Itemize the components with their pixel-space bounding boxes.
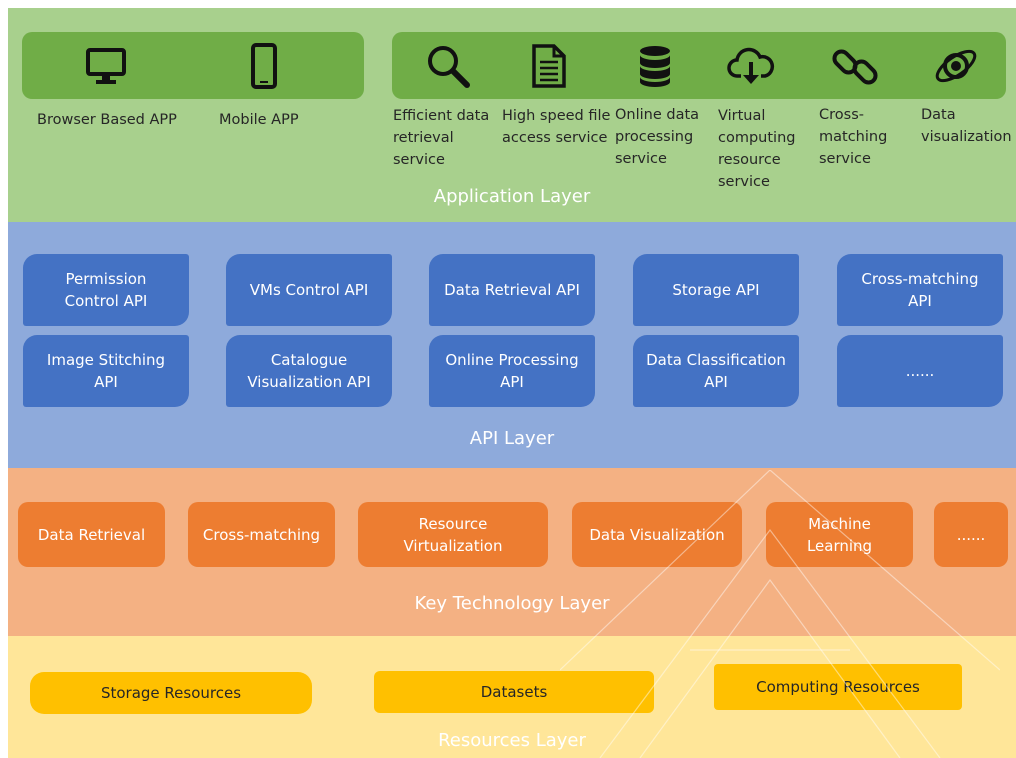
app-label-mobile: Mobile APP	[219, 112, 299, 128]
app-label-data-visualization: Data visualization	[921, 107, 1012, 145]
app-label-cross-matching: Cross- matching service	[819, 107, 888, 167]
monitor-icon	[76, 36, 136, 96]
api-box: Catalogue Visualization API	[226, 335, 392, 407]
resources-layer: Storage Resources Datasets Computing Res…	[8, 636, 1016, 758]
client-apps-panel	[22, 32, 364, 99]
key-technology-box: Cross-matching	[188, 502, 335, 567]
key-technology-box: Machine Learning	[766, 502, 913, 567]
planet-icon	[926, 36, 986, 96]
datasets-box: Datasets	[374, 671, 654, 713]
magnifier-icon	[418, 36, 478, 96]
api-box: Cross-matching API	[837, 254, 1003, 326]
app-label-browser: Browser Based APP	[37, 112, 177, 128]
api-layer: Permission Control API VMs Control API D…	[8, 222, 1016, 468]
storage-resources-box: Storage Resources	[30, 672, 312, 714]
api-box: Online Processing API	[429, 335, 595, 407]
computing-resources-box: Computing Resources	[714, 664, 962, 710]
key-technology-box: Data Visualization	[572, 502, 742, 567]
application-layer: Browser Based APP Mobile APP Efficient d…	[8, 8, 1016, 222]
document-icon	[518, 36, 578, 96]
services-panel	[392, 32, 1006, 99]
database-icon	[625, 36, 685, 96]
resources-layer-title: Resources Layer	[438, 730, 586, 751]
api-box: Data Retrieval API	[429, 254, 595, 326]
key-technology-box: Data Retrieval	[18, 502, 165, 567]
api-box: Permission Control API	[23, 254, 189, 326]
api-box: VMs Control API	[226, 254, 392, 326]
api-box: ......	[837, 335, 1003, 407]
api-layer-title: API Layer	[469, 428, 555, 449]
key-technology-box: Resource Virtualization	[358, 502, 548, 567]
key-technology-layer: Data Retrieval Cross-matching Resource V…	[8, 468, 1016, 636]
app-label-virtual-computing: Virtual computing resource service	[718, 108, 796, 190]
app-label-file-access: High speed file access service	[502, 108, 611, 146]
cloud-download-icon	[721, 36, 781, 96]
application-layer-title: Application Layer	[433, 186, 591, 207]
mobile-phone-icon	[234, 36, 294, 96]
key-technology-layer-title: Key Technology Layer	[414, 593, 610, 614]
app-label-online-processing: Online data processing service	[615, 107, 700, 167]
chain-link-icon	[826, 36, 886, 96]
key-technology-box: ......	[934, 502, 1008, 567]
api-box: Image Stitching API	[23, 335, 189, 407]
app-label-data-retrieval: Efficient data retrieval service	[393, 108, 490, 168]
api-box: Storage API	[633, 254, 799, 326]
api-box: Data Classification API	[633, 335, 799, 407]
